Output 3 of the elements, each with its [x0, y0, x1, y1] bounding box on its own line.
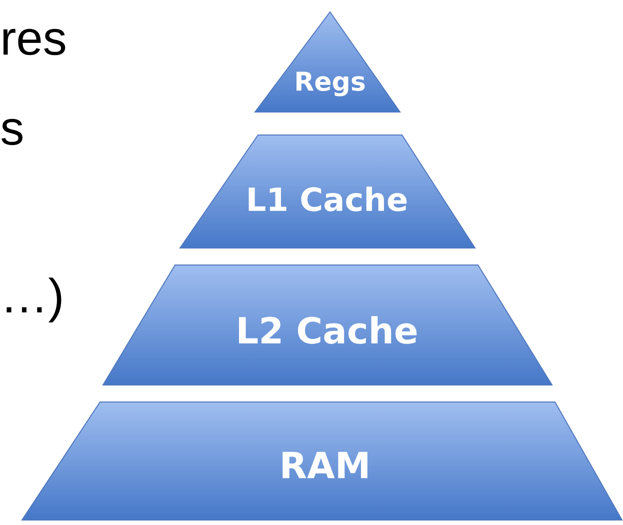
slide-text: s [2, 118, 22, 146]
slide-text: res [3, 28, 66, 56]
slide-text: …) [6, 278, 62, 322]
